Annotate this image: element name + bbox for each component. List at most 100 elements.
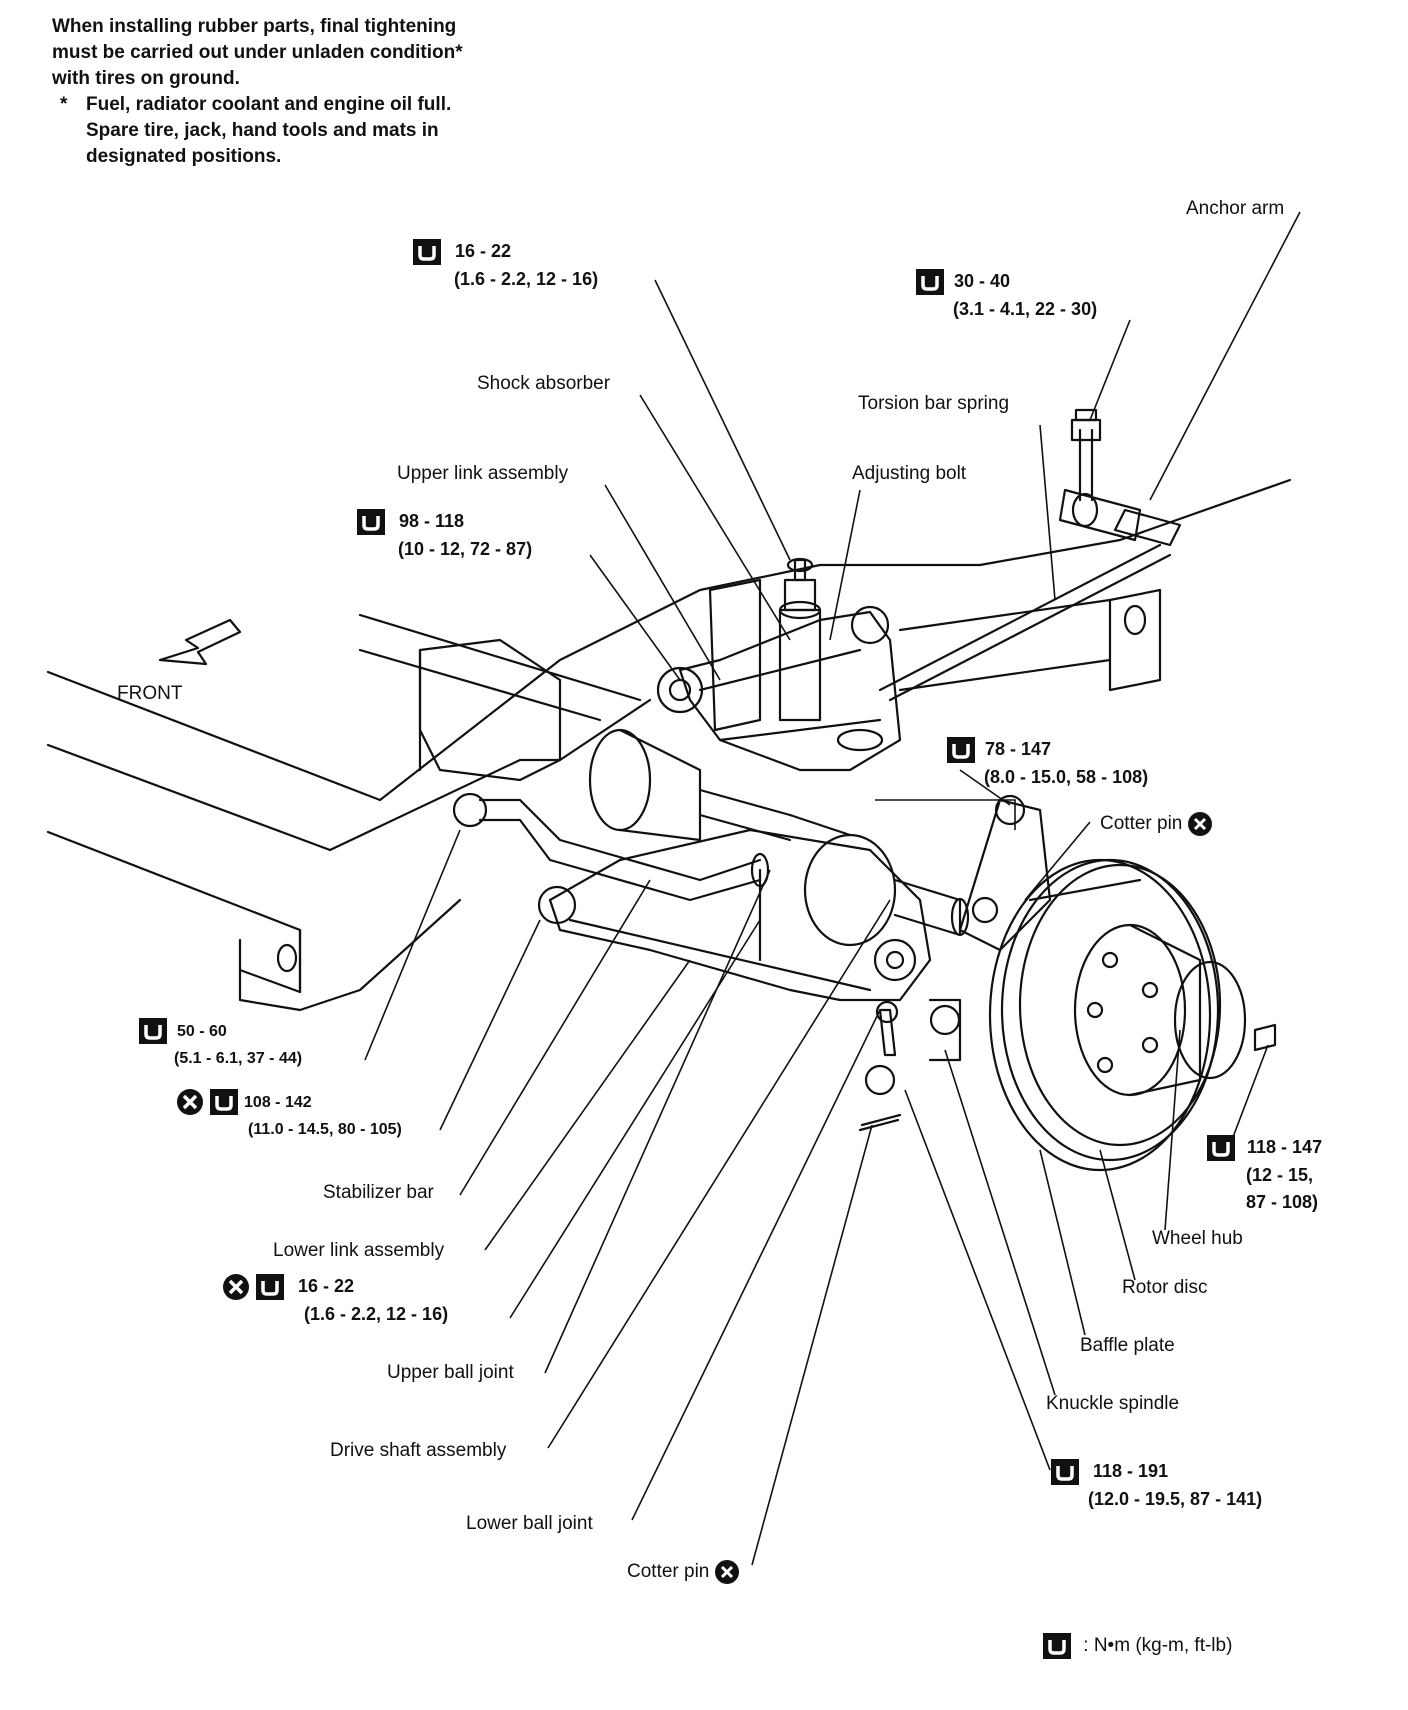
- do-not-reuse-icon: [223, 1274, 249, 1301]
- wheel-hub: [1073, 923, 1277, 1097]
- leader-t2: [1089, 319, 1131, 421]
- installation-note: When installing rubber parts, final tigh…: [52, 14, 463, 170]
- torque-alt-units: 87 - 108): [1246, 1192, 1319, 1213]
- leader-stabilizer: [459, 879, 651, 1196]
- label-cotter-pin-lower: Cotter pin: [627, 1560, 739, 1584]
- torque-nm: 78 - 147: [985, 739, 1052, 759]
- note-bullet-line: Spare tire, jack, hand tools and mats in: [86, 120, 439, 141]
- label-rotor-disc: Rotor disc: [1122, 1277, 1208, 1298]
- leader-wheel-hub: [1164, 1029, 1181, 1231]
- torque-wrench-icon: [413, 239, 441, 266]
- label-adjusting-bolt: Adjusting bolt: [852, 463, 967, 484]
- label-baffle-plate: Baffle plate: [1080, 1335, 1175, 1356]
- leader-t4b: [875, 799, 1016, 830]
- torque-wrench-icon: [256, 1274, 285, 1301]
- leader-t7: [509, 919, 761, 1319]
- torque-wrench-icon: [210, 1089, 239, 1116]
- leader-upper-ball-joint: [544, 869, 771, 1374]
- torque-alt-units: (1.6 - 2.2, 12 - 16): [304, 1304, 449, 1325]
- torque-alt-units: (5.1 - 6.1, 37 - 44): [174, 1050, 303, 1068]
- leader-t6: [439, 919, 541, 1131]
- torque-wrench-icon: [1207, 1135, 1235, 1162]
- torque-wrench-icon: [357, 509, 385, 536]
- leader-lower-ball-joint: [631, 1009, 881, 1521]
- bullet-mark: *: [60, 94, 68, 115]
- lower-ball-joint: [858, 1000, 902, 1132]
- leader-anchor-arm: [1149, 211, 1301, 501]
- torque-spec-9: 118 - 191 (12.0 - 19.5, 87 - 141): [1050, 1458, 1262, 1513]
- do-not-reuse-icon: [177, 1089, 203, 1116]
- label-front: FRONT: [117, 683, 183, 704]
- torque-nm: 108 - 142: [244, 1094, 312, 1111]
- leader-t1: [654, 279, 791, 561]
- note-line: must be carried out under unladen condit…: [52, 42, 463, 63]
- rotor-disc: [988, 858, 1222, 1172]
- leader-upper-link: [604, 484, 721, 681]
- label-upper-link-assembly: Upper link assembly: [397, 463, 569, 484]
- torque-legend: : N•m (kg-m, ft-lb): [1042, 1632, 1232, 1660]
- leader-rotor: [1099, 1149, 1136, 1281]
- upper-link: [656, 605, 902, 772]
- leader-t8: [1229, 1044, 1269, 1146]
- do-not-reuse-icon: [714, 1560, 739, 1584]
- torsion-bar: [878, 488, 1182, 702]
- leader-knuckle: [944, 1049, 1056, 1396]
- note-bullet-line: *Fuel, radiator coolant and engine oil f…: [52, 92, 463, 118]
- note-bullet-line: designated positions.: [86, 146, 282, 167]
- torque-nm: 118 - 191: [1093, 1461, 1169, 1481]
- label-torsion-bar-spring: Torsion bar spring: [858, 393, 1010, 414]
- torque-spec-5: 50 - 60 (5.1 - 6.1, 37 - 44): [138, 1017, 302, 1072]
- leader-baffle: [1039, 1149, 1086, 1336]
- torque-nm: 118 - 147: [1247, 1137, 1323, 1157]
- torque-spec-2: 30 - 40 (3.1 - 4.1, 22 - 30): [915, 268, 1097, 323]
- torque-alt-units: (11.0 - 14.5, 80 - 105): [248, 1121, 402, 1139]
- leader-adjusting-bolt: [829, 489, 861, 641]
- torque-wrench-icon: [1043, 1633, 1071, 1659]
- note-line: When installing rubber parts, final tigh…: [52, 16, 457, 37]
- torque-spec-8: 118 - 147 (12 - 15, 87 - 108): [1206, 1134, 1322, 1216]
- label-stabilizer-bar: Stabilizer bar: [323, 1182, 434, 1203]
- label-lower-ball-joint: Lower ball joint: [466, 1513, 593, 1534]
- torque-alt-units: (12 - 15,: [1246, 1165, 1314, 1186]
- torque-nm: 30 - 40: [954, 271, 1011, 291]
- leader-t9: [904, 1089, 1051, 1471]
- leader-t5: [364, 829, 461, 1061]
- torque-wrench-icon: [947, 737, 975, 764]
- note-line: with tires on ground.: [52, 68, 240, 89]
- frame-rail: [46, 478, 1292, 1012]
- label-upper-ball-joint: Upper ball joint: [387, 1362, 514, 1383]
- shock-absorber: [778, 557, 822, 722]
- label-anchor-arm: Anchor arm: [1186, 198, 1285, 219]
- label-cotter-pin-upper: Cotter pin: [1100, 812, 1212, 836]
- label-shock-absorber: Shock absorber: [477, 373, 611, 394]
- torque-nm: 16 - 22: [455, 241, 512, 261]
- torque-nm: 16 - 22: [298, 1276, 355, 1296]
- torque-alt-units: (1.6 - 2.2, 12 - 16): [454, 269, 599, 290]
- label-wheel-hub: Wheel hub: [1152, 1228, 1243, 1249]
- torque-alt-units: (8.0 - 15.0, 58 - 108): [984, 767, 1149, 788]
- drive-shaft: [588, 728, 970, 947]
- torque-alt-units: (10 - 12, 72 - 87): [398, 539, 533, 560]
- label-drive-shaft-assembly: Drive shaft assembly: [330, 1440, 507, 1461]
- leader-lower-link: [484, 959, 691, 1251]
- torque-spec-7: 16 - 22 (1.6 - 2.2, 12 - 16): [222, 1273, 448, 1328]
- label-lower-link-assembly: Lower link assembly: [273, 1240, 445, 1261]
- label-knuckle-spindle: Knuckle spindle: [1046, 1393, 1180, 1414]
- torque-nm: 50 - 60: [177, 1023, 227, 1040]
- legend-text: : N•m (kg-m, ft-lb): [1083, 1635, 1233, 1656]
- anchor-bolt: [1070, 408, 1102, 502]
- do-not-reuse-icon: [1187, 812, 1212, 836]
- torque-wrench-icon: [916, 269, 944, 296]
- knuckle: [928, 794, 1052, 1062]
- leader-cotter-upper: [1024, 821, 1091, 901]
- leader-drive-shaft: [547, 899, 891, 1449]
- torque-alt-units: (3.1 - 4.1, 22 - 30): [953, 299, 1098, 320]
- torque-wrench-icon: [1051, 1459, 1079, 1486]
- front-arrow: [158, 618, 242, 666]
- leader-torsion: [1039, 424, 1056, 601]
- leader-shock: [639, 394, 791, 641]
- lower-link: [537, 828, 932, 1002]
- torque-alt-units: (12.0 - 19.5, 87 - 141): [1088, 1489, 1263, 1510]
- torque-spec-6: 108 - 142 (11.0 - 14.5, 80 - 105): [176, 1088, 402, 1143]
